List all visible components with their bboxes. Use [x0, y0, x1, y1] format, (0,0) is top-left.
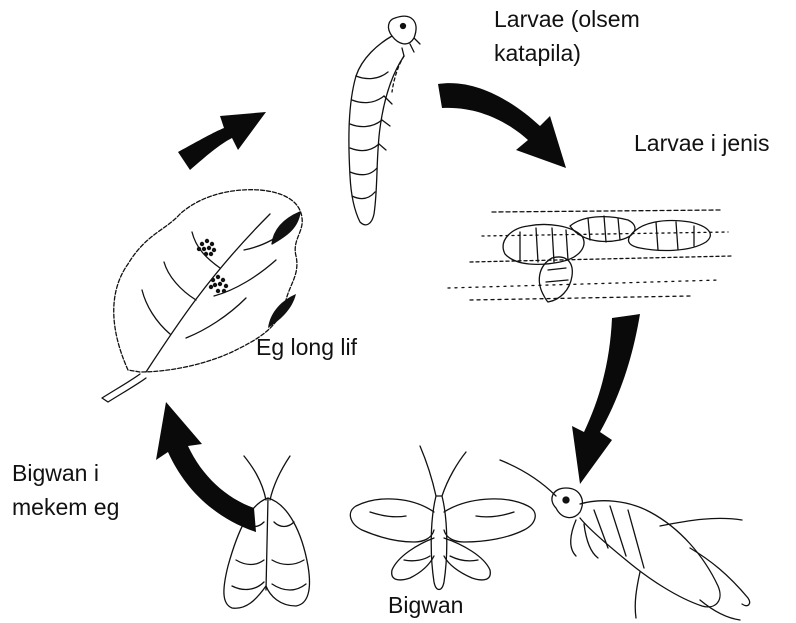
- pupa-illustration: [448, 210, 732, 302]
- cricket-illustration: [500, 460, 750, 620]
- arrow-eggs-to-larvae: [178, 112, 266, 170]
- adult-label: Bigwan: [388, 588, 463, 622]
- adult-moth-illustration: [350, 446, 535, 590]
- moth-laying-eggs-illustration: [224, 456, 310, 608]
- cycle-arrows: [156, 83, 640, 532]
- larvae-label-line2: katapila): [494, 36, 640, 70]
- pupa-label-text: Larvae i jenis: [634, 126, 770, 160]
- egg-cluster: [197, 239, 228, 293]
- caterpillar-illustration: [349, 16, 420, 225]
- adult-label-text: Bigwan: [388, 588, 463, 622]
- eggs-label-text: Eg long lif: [256, 330, 357, 364]
- egg-laying-label: Bigwan i mekem eg: [12, 456, 119, 524]
- arrow-pupa-to-adult: [572, 314, 640, 484]
- larvae-label-line1: Larvae (olsem: [494, 2, 640, 36]
- pupa-label: Larvae i jenis: [634, 126, 770, 160]
- leaf-with-eggs-illustration: [102, 190, 302, 402]
- arrow-larvae-to-pupa: [438, 83, 566, 168]
- arrow-adult-to-eggs: [156, 402, 256, 532]
- egg-laying-label-line2: mekem eg: [12, 490, 119, 524]
- larvae-label: Larvae (olsem katapila): [494, 2, 640, 70]
- egg-laying-label-line1: Bigwan i: [12, 456, 119, 490]
- eggs-label: Eg long lif: [256, 330, 357, 364]
